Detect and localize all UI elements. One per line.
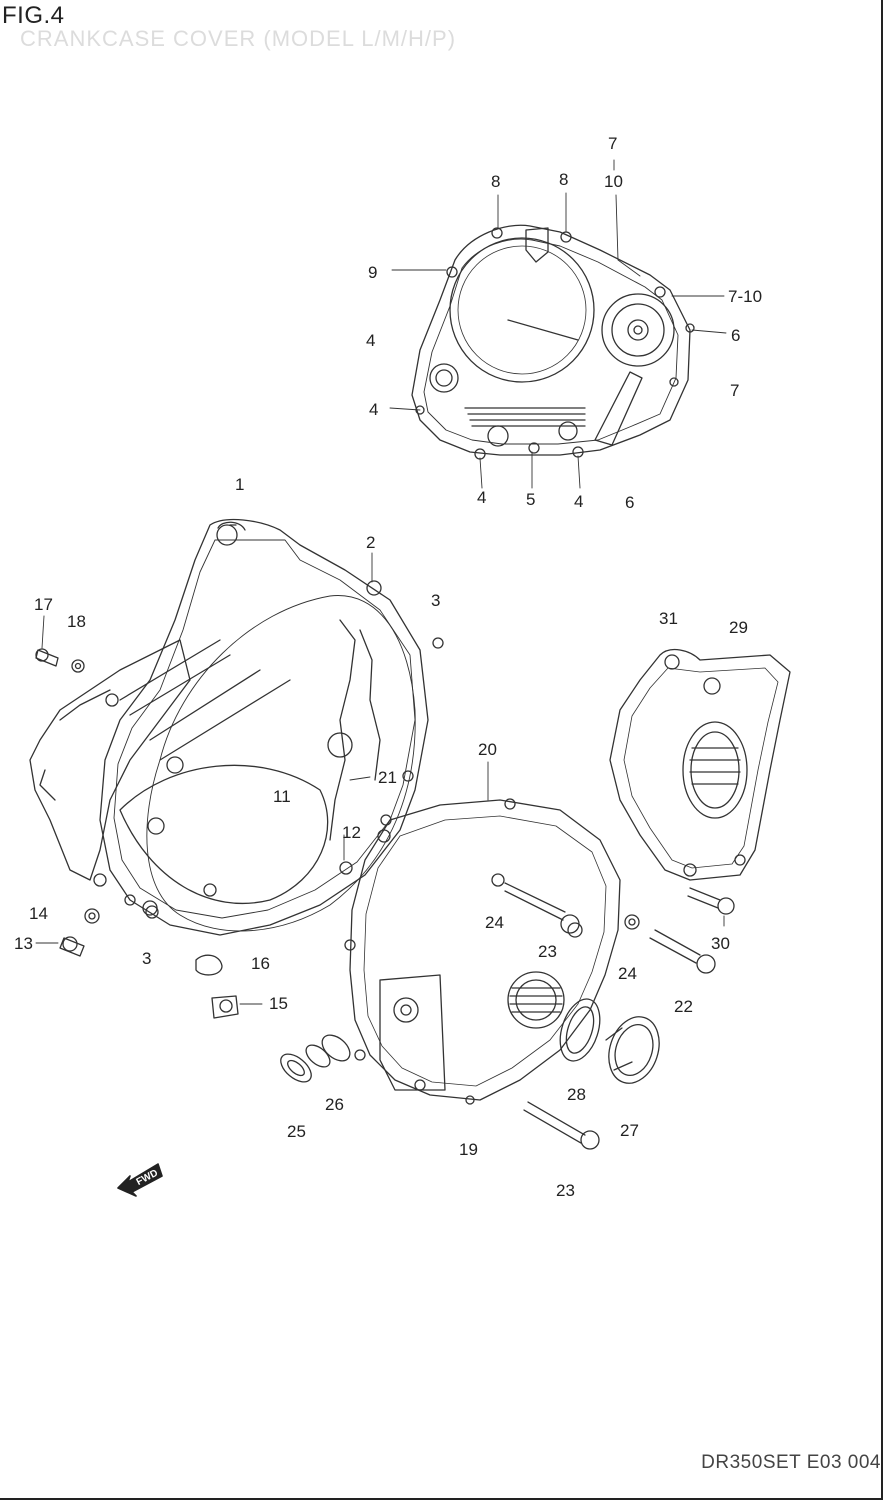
- callout-3b: 3: [142, 949, 151, 968]
- figure-subtitle: CRANKCASE COVER (MODEL L/M/H/P): [20, 26, 457, 51]
- fwd-badge-label: FWD: [135, 1168, 160, 1188]
- callout-21: 21: [378, 768, 397, 787]
- callout-26: 26: [325, 1095, 344, 1114]
- fwd-arrow-icon: [117, 1163, 163, 1197]
- callout-23a: 23: [538, 942, 557, 961]
- figure-label: FIG.4: [2, 2, 65, 29]
- callout-4a: 4: [366, 331, 375, 350]
- callout-31: 31: [659, 609, 678, 628]
- callout-10: 10: [604, 172, 623, 191]
- callout-6a: 6: [731, 326, 740, 345]
- gasket-drawing: [146, 595, 416, 932]
- callout-6b: 6: [625, 493, 634, 512]
- callout-9: 9: [368, 263, 377, 282]
- callout-4b: 4: [369, 400, 378, 419]
- callout-8b: 8: [559, 170, 568, 189]
- callout-24a: 24: [485, 913, 504, 932]
- left-crankcase-drawing: [29, 518, 444, 936]
- callout-18: 18: [67, 612, 86, 631]
- callout-20: 20: [478, 740, 497, 759]
- callout-labels: 7 8 8 10 9 7-10 4 6 7 4 4 5 4 6 1 2 3 17…: [14, 134, 762, 1200]
- filter-cover-drawing: [609, 648, 791, 881]
- callout-25: 25: [287, 1122, 306, 1141]
- callout-7a: 7: [608, 134, 617, 153]
- callout-17: 17: [34, 595, 53, 614]
- callout-2: 2: [366, 533, 375, 552]
- small-fastener-drawings: [35, 648, 239, 1019]
- callout-23b: 23: [556, 1181, 575, 1200]
- callout-13: 13: [14, 934, 33, 953]
- magneto-cover-drawing: [411, 224, 695, 460]
- callout-11: 11: [273, 787, 291, 806]
- leader-lines: [35, 159, 727, 1005]
- drawing-code: DR350SET E03 004: [701, 1452, 881, 1473]
- callout-7b: 7: [730, 381, 739, 400]
- callout-29: 29: [729, 618, 748, 637]
- callout-12: 12: [342, 823, 361, 842]
- callout-15: 15: [269, 994, 288, 1013]
- callout-8a: 8: [491, 172, 500, 191]
- callout-16: 16: [251, 954, 270, 973]
- callout-4c: 4: [477, 488, 486, 507]
- callout-30: 30: [711, 934, 730, 953]
- callout-3a: 3: [431, 591, 440, 610]
- callout-22: 22: [674, 997, 693, 1016]
- callout-19: 19: [459, 1140, 478, 1159]
- callout-5: 5: [526, 490, 535, 509]
- callout-24b: 24: [618, 964, 637, 983]
- callout-7-10: 7-10: [728, 287, 762, 306]
- callout-27: 27: [620, 1121, 639, 1140]
- callout-1: 1: [235, 475, 244, 494]
- callout-14: 14: [29, 904, 48, 923]
- callout-28: 28: [567, 1085, 586, 1104]
- cover-bolts-drawing: [280, 882, 735, 1150]
- callout-4d: 4: [574, 492, 583, 511]
- right-crankcase-cover-drawing: [344, 798, 621, 1105]
